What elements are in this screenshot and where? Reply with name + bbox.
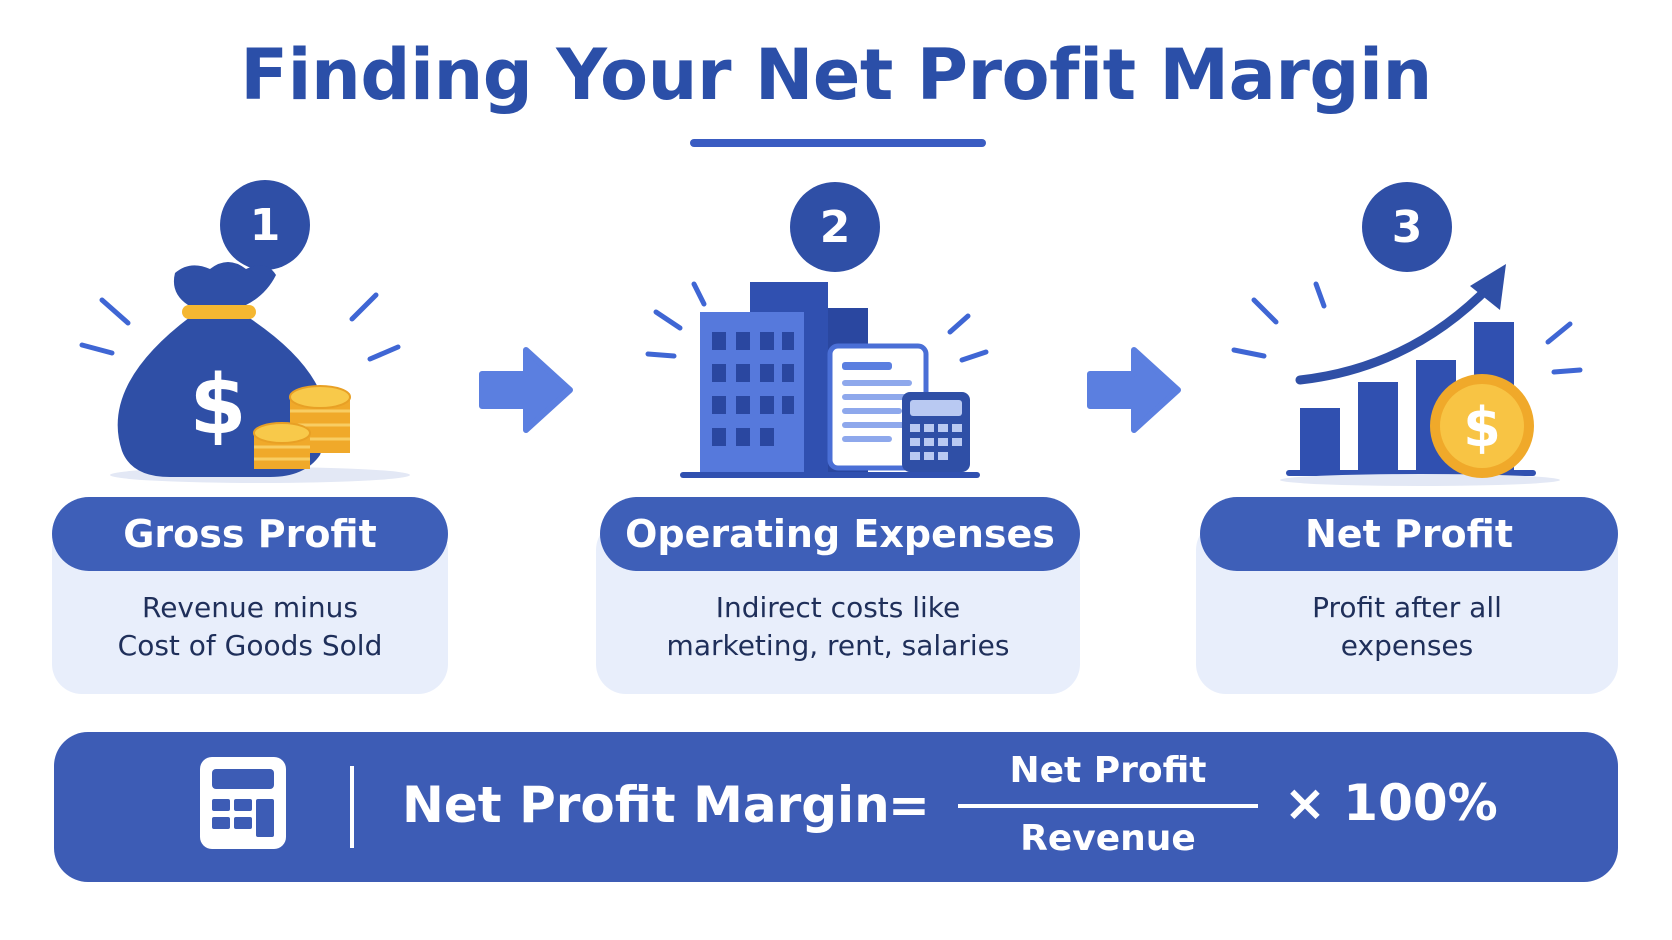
formula-separator (350, 766, 354, 848)
step-3-badge: 3 (1362, 182, 1452, 272)
arrow-right-icon (1087, 347, 1181, 433)
step-2-description-line1: Indirect costs like (715, 591, 961, 624)
arrow-right-icon (479, 347, 573, 433)
svg-text:$: $ (189, 358, 246, 453)
formula-numerator: Net Profit (1009, 750, 1207, 791)
step-3-description-line2: expenses (1340, 629, 1474, 662)
formula-bar (54, 732, 1618, 882)
formula-label: Net Profit Margin (402, 776, 890, 834)
page-title: Finding Your Net Profit Margin (240, 34, 1432, 116)
formula-equals: = (888, 776, 930, 834)
step-3-heading: Net Profit (1200, 497, 1618, 571)
step-1-description-line1: Revenue minus (142, 591, 358, 624)
step-2-heading: Operating Expenses (600, 497, 1080, 571)
calculator-icon (200, 757, 286, 849)
growth-chart-icon: $ (1231, 264, 1583, 486)
step-1-description-line2: Cost of Goods Sold (117, 629, 383, 662)
step-3-description-line1: Profit after all (1312, 591, 1502, 624)
money-bag-icon: $ (79, 262, 410, 483)
step-1-badge: 1 (220, 180, 310, 270)
step-2-badge: 2 (790, 182, 880, 272)
formula-denominator: Revenue (1020, 818, 1196, 859)
office-building-icon (645, 281, 989, 478)
step-2-description-line2: marketing, rent, salaries (666, 629, 1010, 662)
step-1-heading: Gross Profit (52, 497, 448, 571)
title-underline (690, 139, 986, 147)
fraction-bar (958, 804, 1258, 808)
svg-text:$: $ (1463, 396, 1501, 459)
formula-multiplier: × 100% (1284, 774, 1498, 832)
